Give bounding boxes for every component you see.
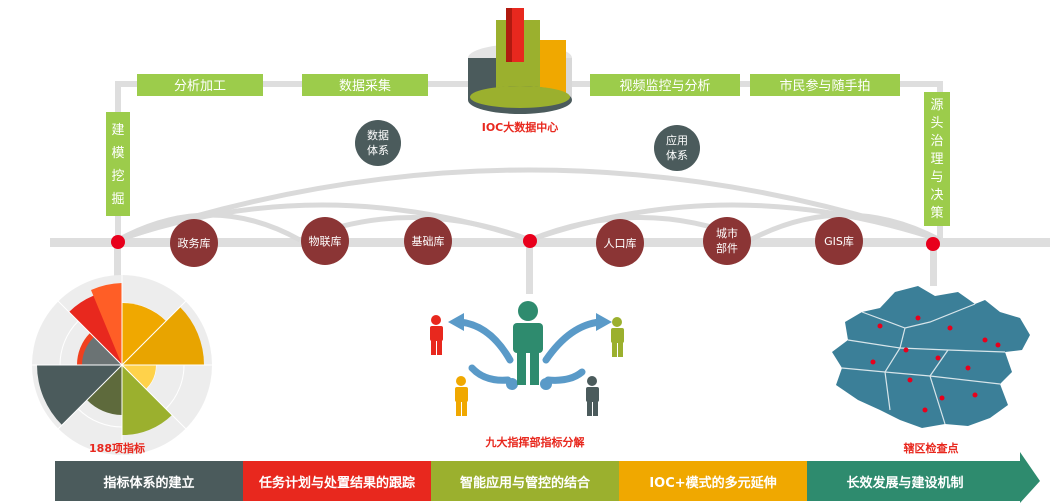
- svg-text:治: 治: [930, 134, 943, 149]
- svg-text:源: 源: [930, 98, 943, 113]
- svg-text:政务库: 政务库: [178, 236, 211, 250]
- caption-left: 188项指标: [89, 441, 145, 455]
- svg-text:任务计划与处置结果的跟踪: 任务计划与处置结果的跟踪: [258, 475, 415, 491]
- top-label-analysis: 分析加工: [137, 74, 263, 96]
- svg-text:物联库: 物联库: [309, 234, 342, 248]
- svg-text:视频监控与分析: 视频监控与分析: [619, 79, 710, 94]
- svg-text:人口库: 人口库: [604, 237, 637, 250]
- main-rail: [50, 238, 1050, 247]
- junction-dot-left: [111, 235, 125, 249]
- radial-indicator-icon: [32, 275, 212, 455]
- svg-text:建: 建: [111, 123, 124, 138]
- node-data-system: 数据 体系: [355, 120, 401, 166]
- left-vertical-label: 建 模 挖 掘: [106, 112, 130, 216]
- svg-text:头: 头: [930, 116, 943, 131]
- bottom-band-3: 智能应用与管控的结合: [431, 461, 619, 501]
- bottom-band-1: 指标体系的建立: [55, 461, 243, 501]
- node-city-parts: 城市 部件: [703, 217, 751, 265]
- svg-text:体系: 体系: [666, 148, 688, 162]
- people-distribution-icon: [430, 301, 624, 416]
- top-label-video: 视频监控与分析: [590, 74, 740, 96]
- top-label-citizen: 市民参与随手拍: [750, 74, 900, 96]
- svg-text:数据采集: 数据采集: [339, 78, 391, 94]
- right-vertical-label: 源 头 治 理 与 决 策: [924, 92, 950, 226]
- right-stub: [930, 246, 937, 286]
- svg-text:与: 与: [930, 170, 943, 185]
- junction-dot-right: [926, 237, 940, 251]
- svg-text:指标体系的建立: 指标体系的建立: [103, 475, 194, 491]
- svg-text:智能应用与管控的结合: 智能应用与管控的结合: [460, 475, 591, 491]
- left-stub: [114, 246, 121, 286]
- svg-text:掘: 掘: [111, 192, 124, 207]
- svg-text:IOC+模式的多元延伸: IOC+模式的多元延伸: [649, 475, 776, 491]
- node-gis-db: GIS库: [815, 217, 863, 265]
- svg-text:策: 策: [930, 205, 943, 221]
- bottom-band-2: 任务计划与处置结果的跟踪: [243, 461, 431, 501]
- node-gov-db: 政务库: [170, 219, 218, 267]
- svg-text:模: 模: [111, 146, 124, 161]
- connection-arcs: [116, 167, 942, 243]
- node-app-system: 应用 体系: [654, 125, 700, 171]
- data-cylinder-icon: [468, 8, 572, 114]
- svg-text:分析加工: 分析加工: [174, 79, 226, 94]
- svg-text:体系: 体系: [367, 143, 389, 157]
- node-population-db: 人口库: [596, 219, 644, 267]
- bottom-band-5-arrow: 长效发展与建设机制: [807, 452, 1040, 503]
- svg-text:长效发展与建设机制: 长效发展与建设机制: [846, 475, 963, 491]
- svg-text:城市: 城市: [716, 226, 738, 240]
- svg-text:挖: 挖: [111, 169, 124, 184]
- region-map-icon: [832, 286, 1030, 428]
- caption-right: 辖区检查点: [904, 441, 959, 455]
- svg-text:数据: 数据: [367, 128, 389, 142]
- svg-text:应用: 应用: [666, 133, 688, 147]
- node-base-db: 基础库: [404, 217, 452, 265]
- svg-text:GIS库: GIS库: [824, 235, 854, 248]
- bottom-band-4: IOC+模式的多元延伸: [619, 461, 807, 501]
- node-iot-db: 物联库: [301, 217, 349, 265]
- center-caption: IOC大数据中心: [482, 120, 559, 134]
- caption-center: 九大指挥部指标分解: [485, 435, 585, 449]
- svg-text:基础库: 基础库: [412, 235, 445, 248]
- svg-text:部件: 部件: [716, 241, 738, 255]
- top-label-collection: 数据采集: [302, 74, 428, 96]
- svg-text:理: 理: [930, 152, 943, 167]
- center-stub: [526, 246, 533, 294]
- svg-text:决: 决: [930, 188, 943, 203]
- svg-text:市民参与随手拍: 市民参与随手拍: [779, 78, 870, 94]
- junction-dot-center: [523, 234, 537, 248]
